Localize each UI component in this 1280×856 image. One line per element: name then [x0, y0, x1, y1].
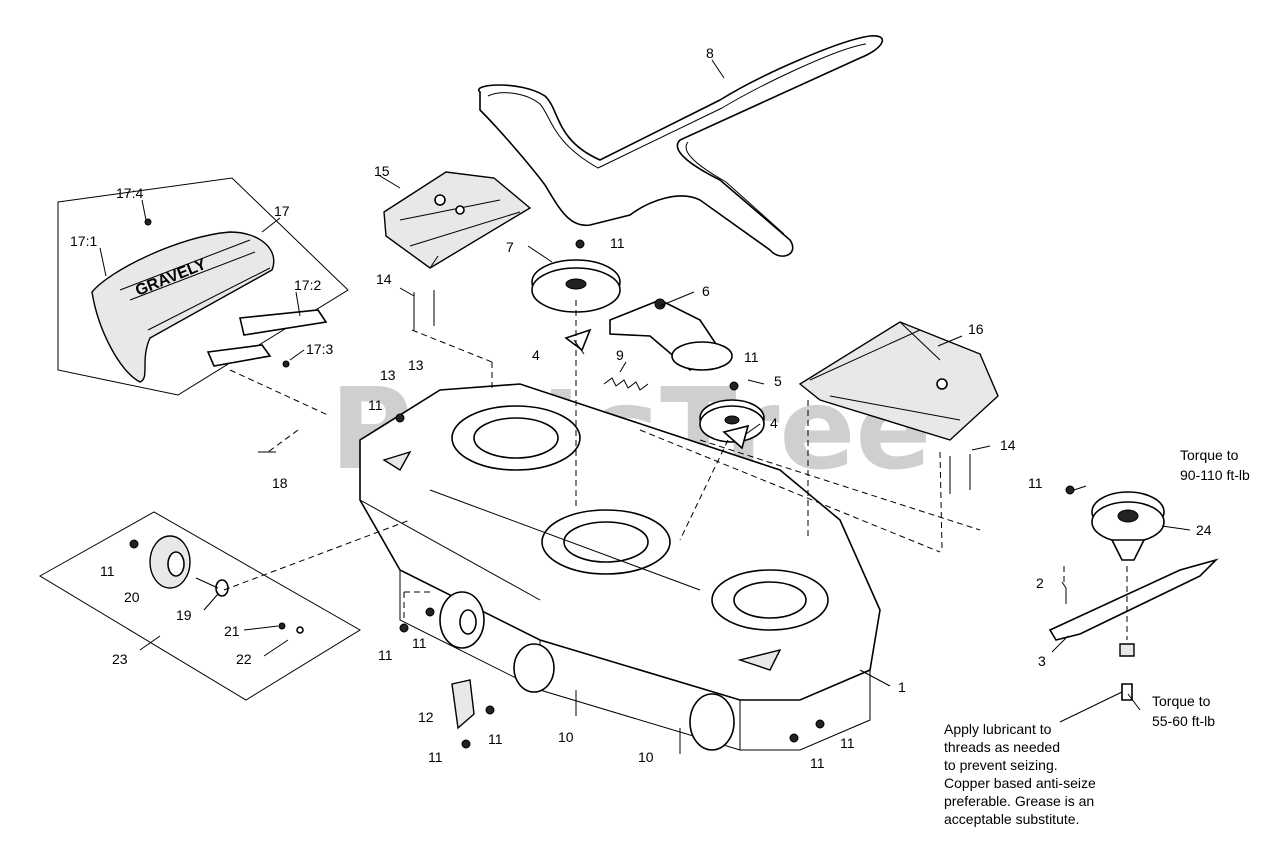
callout-11j: 11	[810, 755, 825, 771]
lube-line-2: threads as needed	[944, 739, 1060, 755]
callout-23: 23	[112, 651, 128, 667]
torque-lower-line-1: Torque to	[1152, 693, 1211, 709]
callout-14b: 14	[1000, 437, 1016, 453]
anti-scalp-roller-2	[689, 693, 735, 751]
callout-6: 6	[702, 283, 710, 299]
lubricant-note: Apply lubricant to threads as needed to …	[944, 721, 1096, 827]
callout-22: 22	[236, 651, 252, 667]
bushing-4	[564, 328, 750, 450]
anti-scalp-roller-1	[513, 643, 555, 693]
bolt-14-left	[413, 290, 435, 330]
callout-18: 18	[272, 475, 288, 491]
blade-bolt	[1119, 643, 1135, 701]
assembly-lines	[403, 300, 981, 620]
leader-lines	[99, 59, 1191, 723]
callout-5: 5	[774, 373, 782, 389]
callout-17: 17	[274, 203, 290, 219]
callout-11a: 11	[610, 235, 625, 251]
callout-11d: 11	[1028, 475, 1043, 491]
kit-23-outline	[39, 511, 361, 701]
callout-21: 21	[224, 623, 240, 639]
blade-3	[1048, 558, 1219, 641]
torque-lower-line-2: 55-60 ft-lb	[1152, 713, 1215, 729]
callout-11b: 11	[744, 349, 759, 365]
torque-upper-line-1: Torque to	[1180, 447, 1239, 463]
callout-24: 24	[1196, 522, 1212, 538]
lube-line-4: Copper based anti-seize	[944, 775, 1096, 791]
callout-16: 16	[968, 321, 984, 337]
callout-10b: 10	[638, 749, 654, 765]
bolt-14-right	[949, 454, 971, 494]
spindle-24	[1091, 491, 1165, 561]
callout-7: 7	[506, 239, 514, 255]
callout-12: 12	[418, 709, 434, 725]
drive-belt	[477, 35, 884, 257]
lube-line-3: to prevent seizing.	[944, 757, 1058, 773]
nuts-11	[395, 239, 825, 749]
axle-19	[195, 577, 229, 597]
callout-13a: 13	[380, 367, 396, 383]
callout-labels: 1 2 3 4 4 5 6 7 8 9 10 10 11 11 11 11 11…	[70, 45, 1212, 771]
callout-2: 2	[1036, 575, 1044, 591]
callout-11h: 11	[488, 731, 503, 747]
callout-15: 15	[374, 163, 390, 179]
callout-14a: 14	[376, 271, 392, 287]
callout-8: 8	[706, 45, 714, 61]
callout-19: 19	[176, 607, 192, 623]
callout-1: 1	[898, 679, 906, 695]
callout-9: 9	[616, 347, 624, 363]
callout-4b: 4	[770, 415, 778, 431]
torque-upper-line-2: 90-110 ft-lb	[1180, 467, 1250, 483]
torque-note-lower: Torque to 55-60 ft-lb	[1152, 693, 1215, 729]
callout-11e: 11	[100, 563, 115, 579]
torque-note-upper: Torque to 90-110 ft-lb	[1180, 447, 1250, 483]
lube-line-1: Apply lubricant to	[944, 721, 1052, 737]
belt-cover-16	[798, 321, 999, 441]
mower-deck-1	[359, 383, 881, 751]
lube-line-5: preferable. Grease is an	[944, 793, 1094, 809]
callout-11i: 11	[428, 749, 443, 765]
wheel-20	[149, 535, 191, 589]
callout-11g: 11	[412, 635, 427, 651]
belt-cover-15	[383, 171, 532, 269]
bracket-12	[451, 679, 475, 730]
idler-arm-6	[609, 298, 733, 372]
gauge-wheel-left	[439, 591, 485, 649]
lube-line-6: acceptable substitute.	[944, 811, 1079, 827]
callout-17-2: 17:2	[294, 277, 321, 293]
callout-3: 3	[1038, 653, 1046, 669]
callout-11c: 11	[368, 397, 383, 413]
callout-17-1: 17:1	[70, 233, 97, 249]
pulley-7	[531, 259, 621, 313]
callout-20: 20	[124, 589, 140, 605]
spring-9	[603, 377, 649, 391]
callout-13b: 13	[408, 357, 424, 373]
callout-17-4: 17:4	[116, 185, 143, 201]
callout-17-3: 17:3	[306, 341, 333, 357]
bracket-17-2	[144, 218, 328, 368]
deck-cover-17: GRAVELY	[91, 231, 275, 383]
callout-10a: 10	[558, 729, 574, 745]
callout-4a: 4	[532, 347, 540, 363]
callout-11k: 11	[840, 735, 855, 751]
callout-11f: 11	[378, 647, 393, 663]
kit-17-outline	[57, 177, 349, 396]
